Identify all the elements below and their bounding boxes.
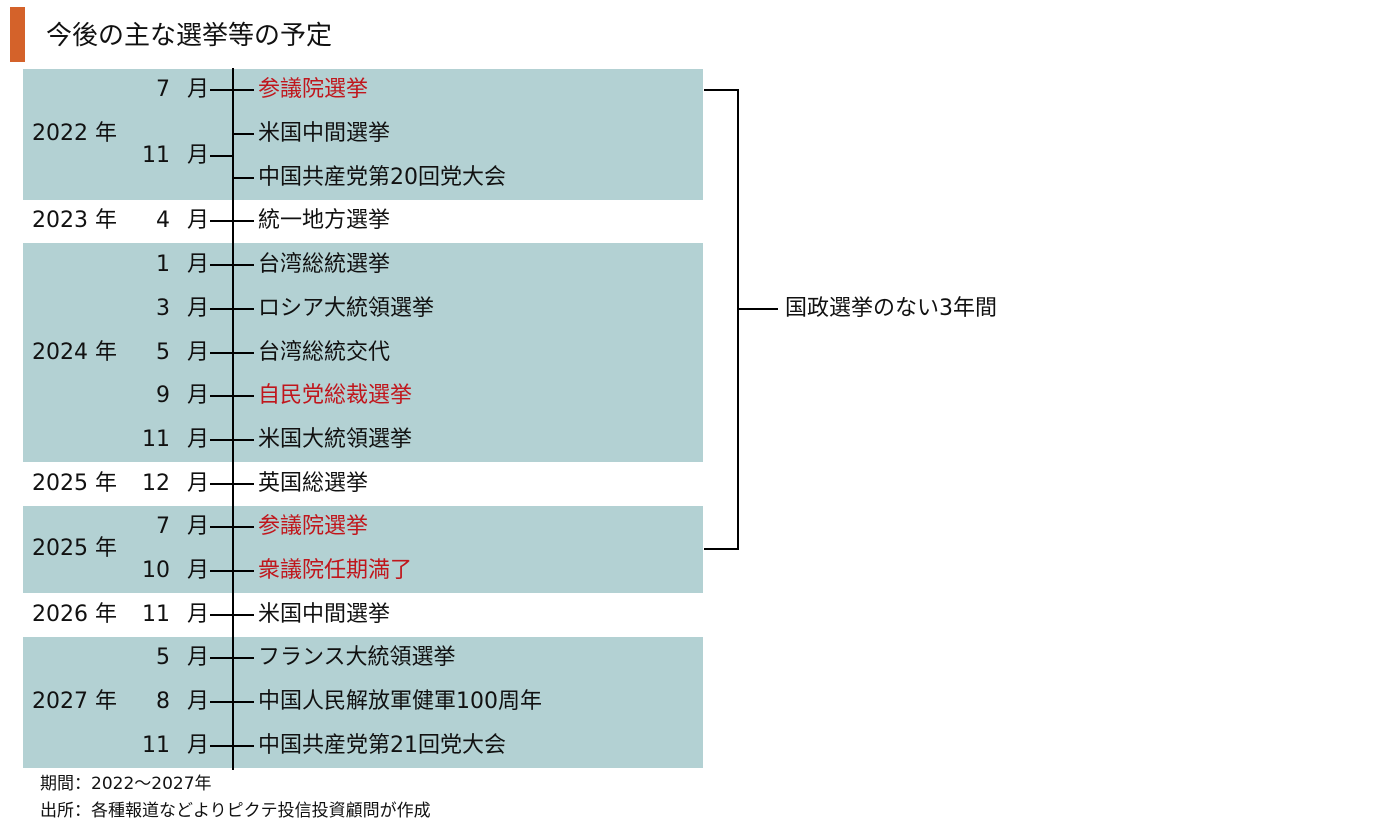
event-label: 参議院選挙 — [258, 77, 369, 103]
event-label: 統一地方選挙 — [258, 208, 391, 234]
event-tick — [233, 657, 254, 660]
month-number: 3 — [156, 295, 170, 321]
month-number: 11 — [142, 426, 170, 452]
month-tick — [210, 701, 233, 704]
group-band — [23, 68, 703, 200]
month-suffix: 月 — [187, 383, 210, 409]
month-number: 7 — [156, 514, 170, 540]
period-note: 期間：2022～2027年 — [40, 774, 212, 794]
month-tick — [210, 570, 233, 573]
month-suffix: 月 — [187, 470, 210, 496]
month-suffix: 月 — [187, 645, 210, 671]
event-tick — [233, 570, 254, 573]
event-tick — [233, 744, 254, 747]
month-suffix: 月 — [187, 558, 210, 584]
event-tick — [233, 351, 254, 354]
year-label: 2027 年 — [32, 689, 117, 715]
page-title: 今後の主な選挙等の予定 — [46, 21, 333, 51]
event-label: 英国総選挙 — [258, 470, 369, 496]
month-number: 5 — [156, 339, 170, 365]
month-suffix: 月 — [187, 689, 210, 715]
timeline-axis — [232, 68, 234, 770]
year-label: 2023 年 — [32, 208, 117, 234]
event-label: 台湾総統選挙 — [258, 252, 391, 278]
month-suffix: 月 — [187, 77, 210, 103]
month-suffix: 月 — [187, 208, 210, 234]
month-tick — [210, 526, 233, 529]
month-number: 9 — [156, 383, 170, 409]
month-tick — [210, 438, 233, 441]
month-suffix: 月 — [187, 252, 210, 278]
source-note: 出所：各種報道などよりピクテ投信投資顧問が作成 — [40, 801, 431, 821]
event-tick — [233, 613, 254, 616]
event-tick — [233, 89, 254, 92]
event-tick — [233, 526, 254, 529]
event-label: 台湾総統交代 — [258, 339, 391, 365]
month-tick — [210, 613, 233, 616]
bracket-vertical — [737, 89, 739, 550]
month-suffix: 月 — [187, 142, 210, 168]
event-tick — [233, 307, 254, 310]
event-label: 中国人民解放軍健軍100周年 — [258, 689, 542, 715]
event-tick — [233, 438, 254, 441]
month-number: 11 — [142, 732, 170, 758]
bracket-bottom — [704, 548, 739, 550]
month-number: 7 — [156, 77, 170, 103]
group-band — [23, 505, 703, 593]
event-tick — [233, 395, 254, 398]
event-tick — [233, 482, 254, 485]
month-number: 11 — [142, 142, 170, 168]
month-number: 5 — [156, 645, 170, 671]
month-tick — [210, 482, 233, 485]
event-tick — [233, 220, 254, 223]
event-label: 米国大統領選挙 — [258, 426, 413, 452]
title-accent-bar — [10, 7, 25, 62]
bracket-connector — [739, 308, 778, 310]
year-label: 2022 年 — [32, 121, 117, 147]
month-tick — [210, 89, 233, 92]
month-suffix: 月 — [187, 601, 210, 627]
month-number: 4 — [156, 208, 170, 234]
month-number: 8 — [156, 689, 170, 715]
group-band — [23, 243, 703, 462]
event-label: フランス大統領選挙 — [258, 645, 456, 671]
year-label: 2025 年 — [32, 470, 117, 496]
month-number: 1 — [156, 252, 170, 278]
event-tick — [233, 701, 254, 704]
month-suffix: 月 — [187, 426, 210, 452]
event-label: 参議院選挙 — [258, 514, 369, 540]
bracket-top — [704, 89, 739, 91]
year-label: 2026 年 — [32, 601, 117, 627]
month-number: 11 — [142, 601, 170, 627]
month-suffix: 月 — [187, 339, 210, 365]
month-tick — [210, 307, 233, 310]
year-label: 2025 年 — [32, 536, 117, 562]
month-number: 10 — [142, 558, 170, 584]
group-band — [23, 636, 703, 768]
event-label: 中国共産党第21回党大会 — [258, 732, 506, 758]
month-tick — [210, 395, 233, 398]
event-label: 米国中間選挙 — [258, 121, 391, 147]
event-label: 米国中間選挙 — [258, 601, 391, 627]
event-label: 衆議院任期満了 — [258, 558, 413, 584]
month-suffix: 月 — [187, 295, 210, 321]
month-tick — [210, 744, 233, 747]
year-label: 2024 年 — [32, 339, 117, 365]
event-label: ロシア大統領選挙 — [258, 295, 435, 321]
month-tick — [210, 154, 233, 157]
event-tick — [233, 133, 254, 136]
event-label: 自民党総裁選挙 — [258, 383, 413, 409]
month-tick — [210, 351, 233, 354]
month-suffix: 月 — [187, 732, 210, 758]
month-tick — [210, 657, 233, 660]
event-tick — [233, 264, 254, 267]
event-label: 中国共産党第20回党大会 — [258, 164, 506, 190]
event-tick — [233, 176, 254, 179]
bracket-label: 国政選挙のない3年間 — [785, 296, 997, 321]
month-tick — [210, 264, 233, 267]
month-suffix: 月 — [187, 514, 210, 540]
month-tick — [210, 220, 233, 223]
month-number: 12 — [142, 470, 170, 496]
